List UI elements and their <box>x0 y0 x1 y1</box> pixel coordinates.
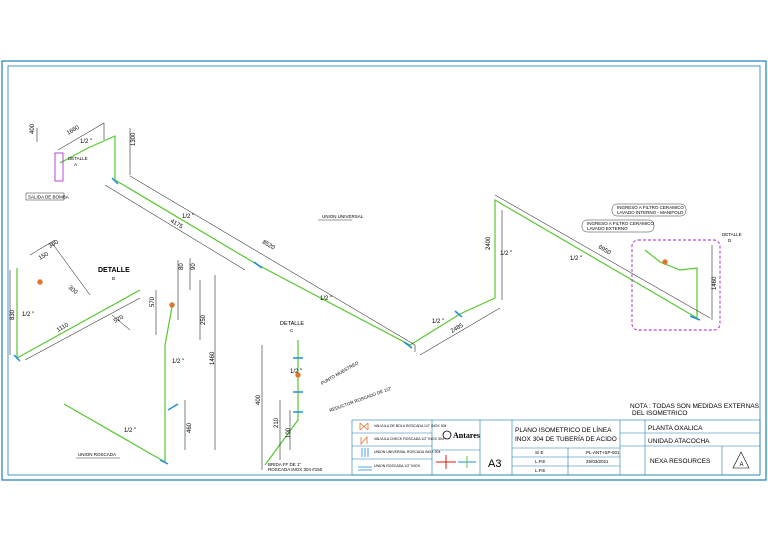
sampling-point-label: PUNTO MUESTREO <box>320 360 360 386</box>
detail-a-label: DETALLE <box>68 156 88 161</box>
inlet-1-line1: INGRESO A FILTRO CERAMICO <box>617 205 684 210</box>
pipe-size: 1/2 " <box>290 369 302 375</box>
fittings <box>13 177 701 465</box>
union-universal-symbol <box>361 448 369 457</box>
dim-300a: 300 <box>48 239 60 250</box>
pump-outlet-label: SALIDA DE BOMBA <box>28 195 69 200</box>
valves <box>37 259 668 378</box>
legend-text-4: UNION ROSCADA 1/2" INOX <box>374 464 421 468</box>
drawn-value: L.P.E <box>535 459 545 464</box>
checked-value: L.P.E <box>535 468 545 473</box>
note-line-2: DEL ISOMETRICO <box>632 410 687 417</box>
title-line-2: INOX 304 DE TUBERÍA DE ACIDO <box>515 434 617 443</box>
dim-8520: 8520 <box>261 240 276 252</box>
title-line-1: PLANO ISOMETRICO DE LÍNEA <box>515 425 612 434</box>
pump-outlet-tag <box>25 192 65 201</box>
dim-2400: 2400 <box>486 236 492 250</box>
section-mark-icon <box>436 455 476 469</box>
date-value: 25/03/2021 <box>586 459 609 464</box>
plant-name: PLANTA OXALICA <box>648 425 703 432</box>
note-line-1: NOTA : TODAS SON MEDIDAS EXTERNAS <box>630 403 760 410</box>
detail-b-mark: B <box>112 276 115 281</box>
inlet-1-line2: LAVADO INTERNO - MANIFOLD <box>617 210 684 215</box>
antares-logo-icon <box>442 430 452 440</box>
detail-d-cloud <box>631 239 721 331</box>
detail-d-mark: D <box>728 238 732 243</box>
dim-100: 100 <box>286 427 292 438</box>
pipe-size: 1/2 " <box>320 296 332 302</box>
dim-1460-mid: 1460 <box>210 351 216 365</box>
legend-text-3: UNION UNIVERSAL ROSCADA INOX 304 <box>374 450 440 454</box>
inlet-2-line1: INGRESO A FILTRO CERAMICO <box>587 221 654 226</box>
legend-text-1: VALVULA DE BOLA ROSCADA 1/2" INOX 304 <box>374 424 447 428</box>
flange-label-1: BRIDA FF DE 1" <box>268 462 302 467</box>
pipe-size: 1/2 " <box>172 359 184 365</box>
dimension-lines <box>9 122 713 470</box>
detail-d-label: DETALLE <box>722 232 742 237</box>
client-name: NEXA RESOURCES <box>650 458 711 465</box>
dim-300b: 300 <box>67 285 79 296</box>
pump-outlet-box <box>54 152 64 182</box>
legend-symbols <box>358 422 372 471</box>
valve-b2 <box>169 302 175 308</box>
company-logo: Antares <box>453 431 480 440</box>
pipe-size: 1/2 " <box>570 256 582 262</box>
legend-text-2: VALVULA CHECK ROSCADA 1/2" INOX 304 <box>374 437 444 441</box>
pipe-route <box>16 135 698 466</box>
dim-1300: 1300 <box>131 132 137 146</box>
dim-520: 520 <box>113 314 125 325</box>
union-universal-label: UNION UNIVERSAL <box>322 214 364 219</box>
pipe-size: 1/2 " <box>182 214 194 220</box>
detail-b-label: DETALLE <box>98 267 130 274</box>
dim-460: 460 <box>187 422 193 433</box>
ball-valve-symbol <box>359 422 369 431</box>
dim-570: 570 <box>150 296 156 307</box>
valve-b1 <box>37 279 43 285</box>
pipe-size: 1/2 " <box>80 139 92 145</box>
pipe-top-left <box>59 135 116 180</box>
pipe-size: 1/2 " <box>22 312 34 318</box>
dim-1460-right: 1460 <box>712 276 718 290</box>
pipe-detail-c <box>264 340 299 466</box>
dim-1110: 1110 <box>56 322 70 334</box>
inlet-tag-1 <box>611 203 687 217</box>
pipe-size: 1/2 " <box>124 428 136 434</box>
dim-400-det: 400 <box>256 394 262 405</box>
plan-number: PL-ANT-ISP-001 <box>586 450 620 455</box>
pipe-size: 1/2 " <box>500 251 512 257</box>
reducer-label: REDUCTOR ROSCADO DE 1/2" <box>329 386 393 413</box>
detail-a-mark: A <box>74 162 77 167</box>
union-symbol <box>358 466 372 471</box>
dim-400-top: 400 <box>30 123 36 134</box>
pipe-size: 1/2 " <box>432 319 444 325</box>
detail-c-label: DETALLE <box>280 321 304 327</box>
dim-90: 90 <box>191 263 197 270</box>
dim-1660: 1660 <box>66 125 81 137</box>
scale-value: S/ E <box>535 450 544 455</box>
inlet-2-line2: LAVADO EXTERNO <box>587 226 628 231</box>
valve-d <box>662 259 668 265</box>
sheet-size: A3 <box>488 458 501 470</box>
detail-c-mark: C <box>290 328 294 333</box>
union-roscada-label: UNION ROSCADA <box>78 452 116 457</box>
dim-150: 150 <box>38 251 50 262</box>
dim-830: 830 <box>10 309 16 320</box>
outer-frame <box>1 60 767 481</box>
pipe-left-lower <box>63 306 173 464</box>
check-valve-symbol <box>360 435 368 446</box>
unit-name: UNIDAD ATACOCHA <box>648 438 710 445</box>
dim-250: 250 <box>201 314 207 325</box>
dim-80: 80 <box>179 263 185 270</box>
revision-triangle-icon <box>732 451 750 469</box>
pipe-left-branch <box>16 268 141 360</box>
inlet-tag-2 <box>581 219 655 233</box>
title-block <box>351 419 761 476</box>
revision-mark: A <box>740 462 744 468</box>
pipe-d-branch <box>644 249 698 318</box>
dim-210: 210 <box>274 417 280 428</box>
flange-label-2: ROSCADA INOX 304 #150 <box>268 467 323 472</box>
valve-c <box>295 372 301 378</box>
